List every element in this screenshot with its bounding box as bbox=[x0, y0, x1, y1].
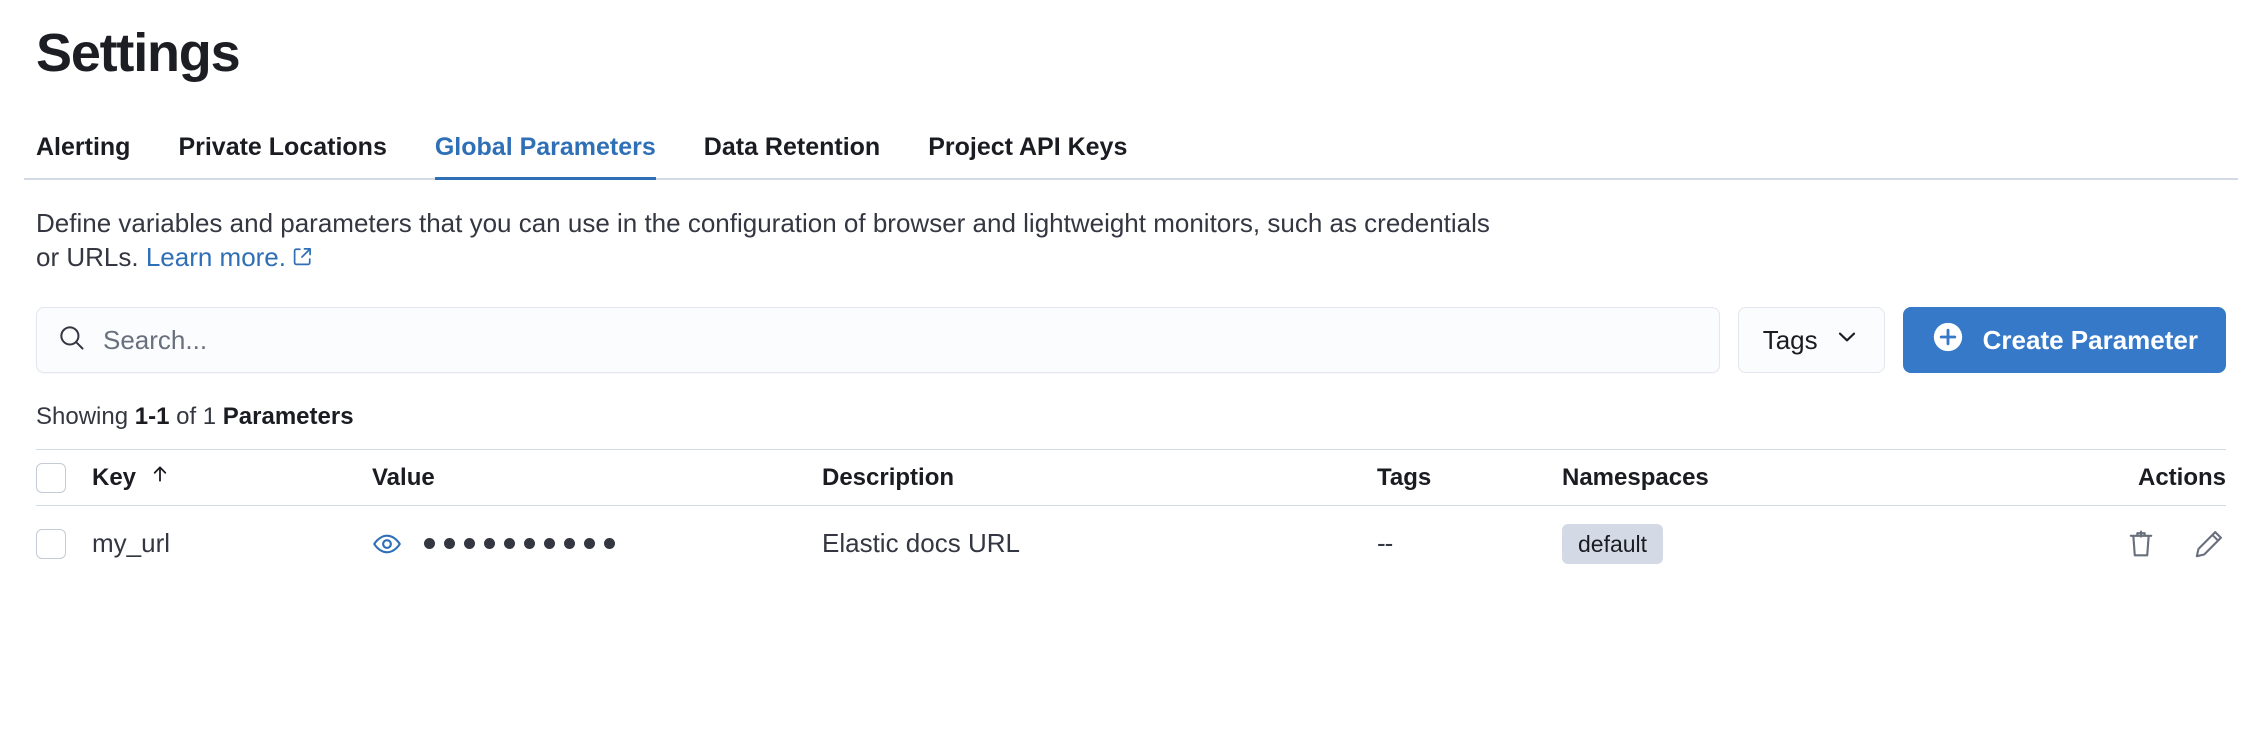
column-header-key-label: Key bbox=[92, 463, 137, 491]
search-placeholder: Search... bbox=[103, 324, 208, 355]
tab-data-retention[interactable]: Data Retention bbox=[703, 133, 881, 161]
tab-alerting[interactable]: Alerting bbox=[36, 133, 131, 161]
learn-more-link[interactable]: Learn more. bbox=[145, 242, 286, 272]
column-header-actions: Actions bbox=[2137, 463, 2226, 491]
mask-dot bbox=[524, 538, 535, 549]
page-title: Settings bbox=[36, 23, 241, 83]
results-noun: Parameters bbox=[222, 403, 354, 430]
tab-project-api-keys[interactable]: Project API Keys bbox=[928, 133, 1128, 161]
pencil-icon[interactable] bbox=[2192, 527, 2226, 561]
search-input[interactable]: Search... bbox=[36, 307, 1720, 373]
cell-value bbox=[372, 529, 822, 559]
settings-tabs: Alerting Private Locations Global Parame… bbox=[24, 126, 2238, 180]
cell-namespaces: default bbox=[1562, 523, 2026, 564]
row-select-checkbox[interactable] bbox=[36, 528, 66, 559]
tags-filter-label: Tags bbox=[1762, 324, 1818, 355]
column-header-value[interactable]: Value bbox=[372, 463, 435, 491]
description-body: Define variables and parameters that you… bbox=[36, 208, 1490, 272]
column-header-description[interactable]: Description bbox=[822, 463, 955, 491]
results-middle: of 1 bbox=[169, 403, 223, 430]
mask-dot bbox=[604, 538, 615, 549]
trash-icon[interactable] bbox=[2124, 527, 2158, 561]
mask-dot bbox=[564, 538, 575, 549]
mask-dot bbox=[464, 538, 475, 549]
search-icon bbox=[57, 323, 87, 358]
select-all-cell bbox=[36, 462, 92, 493]
masked-value bbox=[424, 538, 615, 549]
mask-dot bbox=[444, 538, 455, 549]
results-count: Showing 1-1 of 1 Parameters bbox=[24, 403, 2238, 431]
chevron-down-icon bbox=[1834, 324, 1860, 357]
results-prefix: Showing bbox=[36, 403, 135, 430]
create-parameter-label: Create Parameter bbox=[1982, 324, 2198, 355]
table-row: my_url bbox=[36, 505, 2226, 581]
cell-tags: -- bbox=[1377, 528, 1393, 558]
cell-key: my_url bbox=[92, 528, 171, 558]
plus-circle-icon bbox=[1931, 320, 1965, 361]
cell-actions bbox=[2026, 527, 2226, 561]
eye-icon[interactable] bbox=[372, 529, 402, 559]
table-header-row: Key Value Description Tags Namespaces Ac… bbox=[36, 449, 2226, 505]
tab-global-parameters[interactable]: Global Parameters bbox=[411, 132, 680, 180]
create-parameter-button[interactable]: Create Parameter bbox=[1902, 307, 2226, 373]
tags-filter-button[interactable]: Tags bbox=[1737, 307, 1885, 373]
tab-private-locations[interactable]: Private Locations bbox=[178, 133, 387, 161]
mask-dot bbox=[584, 538, 595, 549]
description-text: Define variables and parameters that you… bbox=[24, 206, 2238, 275]
parameters-table: Key Value Description Tags Namespaces Ac… bbox=[24, 449, 2238, 581]
results-range: 1-1 bbox=[134, 403, 170, 430]
external-link-icon bbox=[292, 241, 313, 275]
arrow-up-icon bbox=[148, 462, 172, 493]
mask-dot bbox=[484, 538, 495, 549]
mask-dot bbox=[544, 538, 555, 549]
column-header-key[interactable]: Key bbox=[92, 462, 372, 493]
namespace-badge: default bbox=[1562, 523, 1664, 564]
column-header-namespaces[interactable]: Namespaces bbox=[1562, 463, 1709, 491]
row-select-cell bbox=[36, 528, 92, 559]
select-all-checkbox[interactable] bbox=[36, 462, 66, 493]
mask-dot bbox=[504, 538, 515, 549]
cell-description: Elastic docs URL bbox=[822, 528, 1020, 558]
toolbar: Search... Tags Create Parameter bbox=[24, 307, 2238, 373]
column-header-tags[interactable]: Tags bbox=[1377, 463, 1432, 491]
mask-dot bbox=[424, 538, 435, 549]
